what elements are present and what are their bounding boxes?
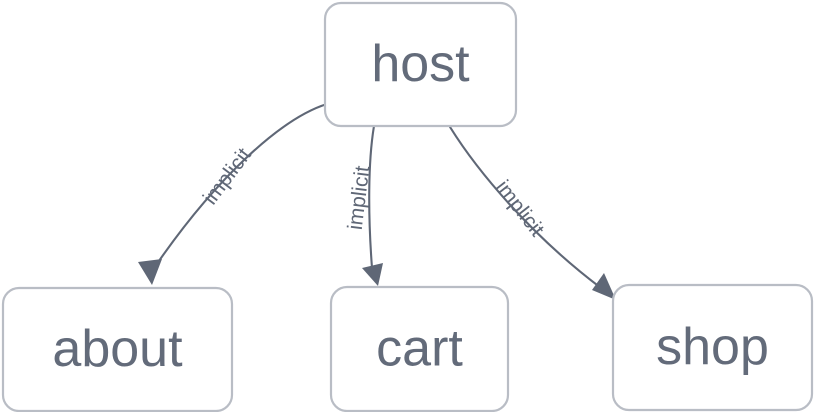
node-host[interactable]: host	[323, 1, 518, 128]
edge-host-shop[interactable]: implicit	[448, 125, 616, 300]
node-shop[interactable]: shop	[611, 283, 814, 412]
edge-host-shop-label: implicit	[491, 176, 549, 241]
edge-host-shop-arrowhead-icon	[592, 273, 616, 300]
node-shop-rect	[611, 283, 814, 412]
node-cart-label: cart	[376, 320, 463, 378]
edge-host-about-path	[150, 102, 329, 273]
edge-host-cart-path	[368, 124, 376, 270]
edge-host-shop-path	[448, 125, 603, 290]
node-cart[interactable]: cart	[329, 285, 510, 412]
edge-host-about-label: implicit	[199, 144, 256, 209]
node-about-rect	[1, 286, 234, 412]
node-cart-rect	[329, 285, 510, 412]
edges-layer: implicit implicit implicit	[138, 102, 616, 300]
edge-host-cart-arrowhead-icon	[362, 263, 383, 286]
edge-host-cart[interactable]: implicit	[344, 124, 383, 286]
node-host-label: host	[371, 35, 470, 93]
node-shop-label: shop	[656, 318, 769, 376]
node-about-label: about	[52, 320, 183, 378]
node-about[interactable]: about	[1, 286, 234, 412]
edge-host-about[interactable]: implicit	[138, 102, 329, 285]
node-host-rect	[323, 1, 518, 128]
edge-host-about-arrowhead-icon	[138, 259, 162, 285]
